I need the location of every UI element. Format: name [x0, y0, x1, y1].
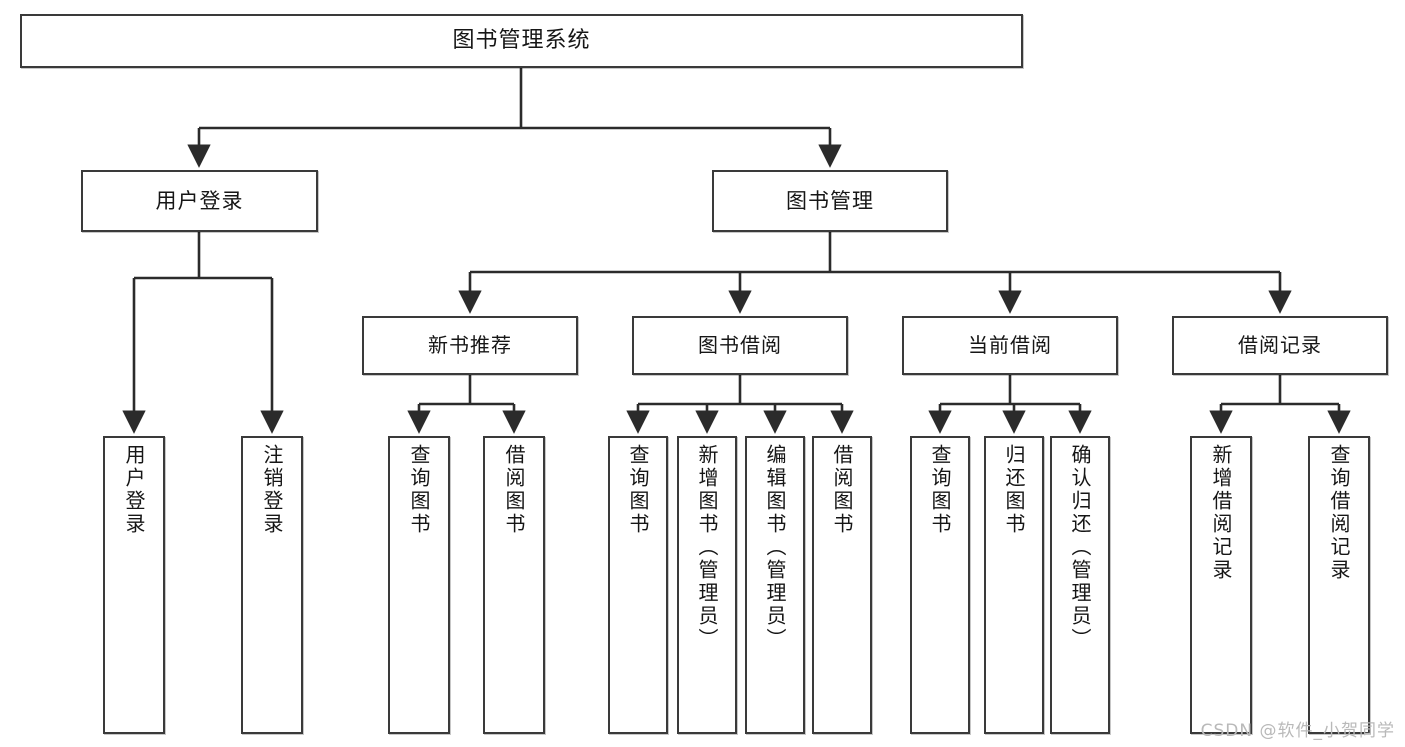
node-leaf-br-query-record-label: 查询借阅记录: [1327, 444, 1351, 582]
node-leaf-cb-return-book-label: 归还图书: [1002, 444, 1026, 536]
node-leaf-cb-return-book[interactable]: 归还图书: [984, 436, 1044, 734]
node-new-book-rec-label: 新书推荐: [428, 333, 512, 357]
node-leaf-bb-edit-book-label: 编辑图书（管理员）: [763, 444, 787, 651]
node-leaf-rec-borrow-book[interactable]: 借阅图书: [483, 436, 545, 734]
node-leaf-bb-edit-book[interactable]: 编辑图书（管理员）: [745, 436, 805, 734]
node-current-borrow[interactable]: 当前借阅: [902, 316, 1118, 375]
node-leaf-bb-add-book-label: 新增图书（管理员）: [695, 444, 719, 651]
node-leaf-user-login[interactable]: 用户登录: [103, 436, 165, 734]
node-leaf-br-query-record[interactable]: 查询借阅记录: [1308, 436, 1370, 734]
node-leaf-cb-confirm-return-label: 确认归还（管理员）: [1068, 444, 1092, 651]
node-root-label: 图书管理系统: [452, 28, 591, 54]
node-borrow-record[interactable]: 借阅记录: [1172, 316, 1388, 375]
node-book-borrow-label: 图书借阅: [698, 333, 782, 357]
node-user-login-label: 用户登录: [155, 188, 244, 213]
node-leaf-bb-borrow-book[interactable]: 借阅图书: [812, 436, 872, 734]
node-borrow-record-label: 借阅记录: [1238, 333, 1322, 357]
node-book-mgmt-label: 图书管理: [786, 188, 874, 213]
node-leaf-bb-add-book[interactable]: 新增图书（管理员）: [677, 436, 737, 734]
node-leaf-br-add-record-label: 新增借阅记录: [1209, 444, 1233, 582]
node-leaf-user-logout[interactable]: 注销登录: [241, 436, 303, 734]
node-leaf-bb-query-book-label: 查询图书: [626, 444, 650, 536]
node-leaf-cb-confirm-return[interactable]: 确认归还（管理员）: [1050, 436, 1110, 734]
node-book-mgmt[interactable]: 图书管理: [712, 170, 948, 232]
node-leaf-cb-query-book[interactable]: 查询图书: [910, 436, 970, 734]
node-leaf-rec-borrow-book-label: 借阅图书: [502, 444, 526, 536]
node-leaf-rec-query-book[interactable]: 查询图书: [388, 436, 450, 734]
node-book-borrow[interactable]: 图书借阅: [632, 316, 848, 375]
node-user-login[interactable]: 用户登录: [81, 170, 318, 232]
node-leaf-cb-query-book-label: 查询图书: [928, 444, 952, 536]
node-leaf-br-add-record[interactable]: 新增借阅记录: [1190, 436, 1252, 734]
node-leaf-user-login-label: 用户登录: [122, 444, 146, 536]
node-new-book-rec[interactable]: 新书推荐: [362, 316, 578, 375]
node-leaf-rec-query-book-label: 查询图书: [407, 444, 431, 536]
node-leaf-bb-borrow-book-label: 借阅图书: [830, 444, 854, 536]
node-root[interactable]: 图书管理系统: [20, 14, 1023, 68]
node-current-borrow-label: 当前借阅: [968, 333, 1052, 357]
node-leaf-user-logout-label: 注销登录: [260, 444, 284, 536]
watermark: CSDN @软件_小贺同学: [1200, 721, 1395, 741]
node-leaf-bb-query-book[interactable]: 查询图书: [608, 436, 668, 734]
